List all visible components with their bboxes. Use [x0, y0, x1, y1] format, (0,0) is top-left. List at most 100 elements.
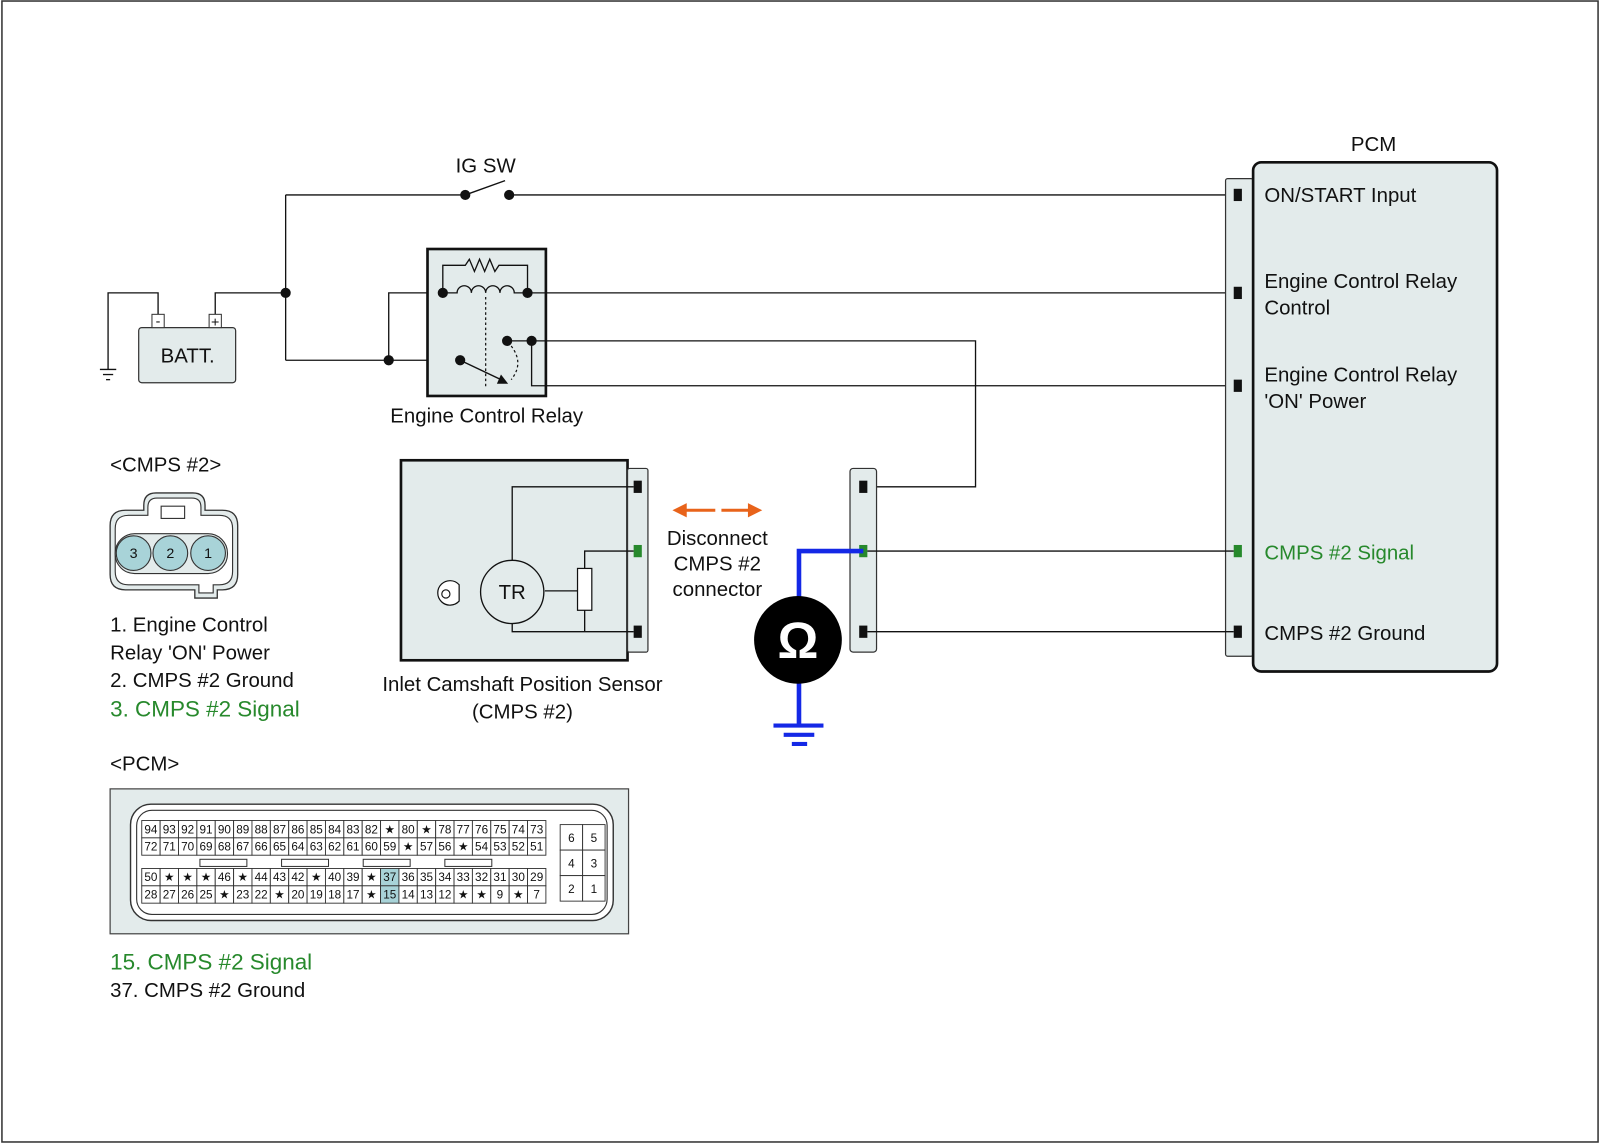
pcm-aux-pin-number: 1	[591, 883, 598, 896]
disconnect-note-line3: connector	[673, 579, 763, 601]
pcm-legend-item-signal: 15. CMPS #2 Signal	[110, 950, 312, 975]
pcm-pin-number: 23	[236, 889, 249, 902]
pcm-pin-number: 13	[420, 889, 433, 902]
pcm-pin-number: 43	[273, 871, 286, 884]
pcm-relay-control-label: Engine Control Relay	[1264, 271, 1458, 293]
connector-pin-1	[190, 535, 226, 572]
pcm-pin-number: 65	[273, 841, 287, 854]
cmps-connector-face: 3 2 1	[109, 492, 239, 599]
pcm-pin-number: 22	[255, 889, 268, 902]
pcm-pin-number: 77	[457, 823, 470, 836]
pcm-pin-number: 83	[346, 823, 359, 836]
pcm-relay-control-label-line2: Control	[1264, 297, 1330, 319]
pcm-pin-number: ★	[201, 871, 212, 884]
ohmmeter-icon: Ω	[754, 595, 842, 684]
pcm-aux-pin-number: 4	[568, 857, 575, 870]
pcm-pin-number: 34	[438, 871, 452, 884]
sensor-pin-power	[633, 480, 642, 493]
pcm-pin-number: 72	[144, 841, 157, 854]
cmps-legend-item-signal: 3. CMPS #2 Signal	[110, 696, 300, 721]
meter-test-lead-signal	[796, 548, 864, 600]
pcm-pin-number: 31	[493, 871, 506, 884]
pcm-body	[1251, 160, 1499, 673]
pcm-pin-relay-control	[1233, 286, 1242, 300]
pcm-pin-number: ★	[458, 841, 469, 854]
pcm-aux-pin-number: 2	[568, 883, 575, 896]
pcm-pin-number: 30	[512, 871, 526, 884]
pcm-pin-number: ★	[366, 889, 377, 902]
sensor-name-line1: Inlet Camshaft Position Sensor	[382, 674, 662, 696]
pcm-pin-number: ★	[182, 871, 193, 884]
sensor-pin-signal	[633, 544, 642, 558]
pcm-pin-number: ★	[219, 889, 230, 902]
relay-body	[426, 247, 548, 398]
pcm-pin-cmps-signal	[1233, 544, 1242, 558]
pcm-aux-pin-number: 3	[591, 857, 598, 870]
sensor-power-trace	[511, 486, 634, 561]
pcm-pin-number: 63	[310, 841, 323, 854]
pcm-pin-number: 37	[383, 871, 396, 884]
cmps-connector-title: <CMPS #2>	[110, 454, 221, 476]
pcm-pin-number: 52	[512, 841, 525, 854]
resistor-icon	[576, 567, 593, 611]
pcm-pin-number: 28	[144, 889, 158, 902]
pcm-pin-number: ★	[384, 823, 395, 836]
target-wheel-icon	[437, 580, 460, 606]
pcm-pin-number: 29	[530, 871, 543, 884]
relay-label: Engine Control Relay	[390, 406, 584, 428]
sensor-ground-trace	[511, 610, 634, 633]
pcm-pin-number: 9	[497, 889, 504, 902]
pcm-pin-number: 88	[255, 823, 269, 836]
resistor-icon	[442, 257, 529, 293]
coil-icon	[442, 285, 528, 294]
pcm-pin-number: 20	[291, 889, 305, 902]
pcm-pin-number: 73	[530, 823, 543, 836]
pcm-pin-number: 33	[457, 871, 470, 884]
pcm-pin-number: 62	[328, 841, 341, 854]
pcm-pin-number: 50	[144, 871, 158, 884]
pcm-pin-number: 56	[438, 841, 451, 854]
pcm-pin-number: ★	[311, 871, 322, 884]
pcm-pin-number: 17	[346, 889, 359, 902]
sensor-connector-strip	[626, 467, 649, 653]
pcm-aux-pin-number: 6	[568, 832, 575, 845]
pcm-aux-pin-block: 6 5 4 3 2 1	[559, 824, 606, 902]
ohm-symbol: Ω	[778, 612, 819, 669]
pcm-pin-number: ★	[421, 823, 432, 836]
pcm-pin-cmps-ground	[1233, 625, 1242, 638]
pcm-pin-number: 40	[328, 871, 342, 884]
pcm-pin-number: 39	[346, 871, 359, 884]
pcm-pin-number: 59	[383, 841, 396, 854]
ground-icon	[99, 368, 117, 381]
pcm-pin-number: 92	[181, 823, 194, 836]
pcm-pin-number: ★	[238, 871, 249, 884]
pcm-pin-number: 25	[200, 889, 214, 902]
pcm-pin-number: 57	[420, 841, 433, 854]
connector-pin-2	[152, 535, 189, 572]
sensor-body	[399, 458, 629, 662]
pcm-relay-on-power-label-line2: 'ON' Power	[1264, 391, 1366, 413]
pcm-pin-number: 19	[310, 889, 323, 902]
harness-connector	[849, 467, 878, 653]
pcm-aux-pin-number: 5	[591, 832, 598, 845]
junction-dots	[280, 189, 537, 366]
pcm-pin-number: 42	[291, 871, 304, 884]
pcm-pin-number: ★	[164, 871, 175, 884]
relay-coil-feed-wire	[388, 292, 443, 361]
relay-switch-arm-icon	[459, 345, 519, 384]
pcm-pin-number: 69	[200, 841, 213, 854]
pcm-pin-number: 61	[346, 841, 359, 854]
battery-negative-label: -	[156, 314, 161, 330]
pcm-pin-number: 26	[181, 889, 194, 902]
transistor-icon	[479, 559, 545, 625]
disconnect-note-line1: Disconnect	[667, 528, 768, 550]
pcm-pin-number: 12	[438, 889, 451, 902]
harness-pin-ground	[859, 625, 868, 638]
connector-pin-number: 3	[130, 546, 138, 562]
pcm-aux-pin-cell	[582, 875, 606, 902]
pcm-pin-number: 7	[533, 889, 540, 902]
pcm-pin-number: ★	[274, 889, 285, 902]
pcm-pin-number: 90	[218, 823, 232, 836]
pcm-pin-number: ★	[366, 871, 377, 884]
